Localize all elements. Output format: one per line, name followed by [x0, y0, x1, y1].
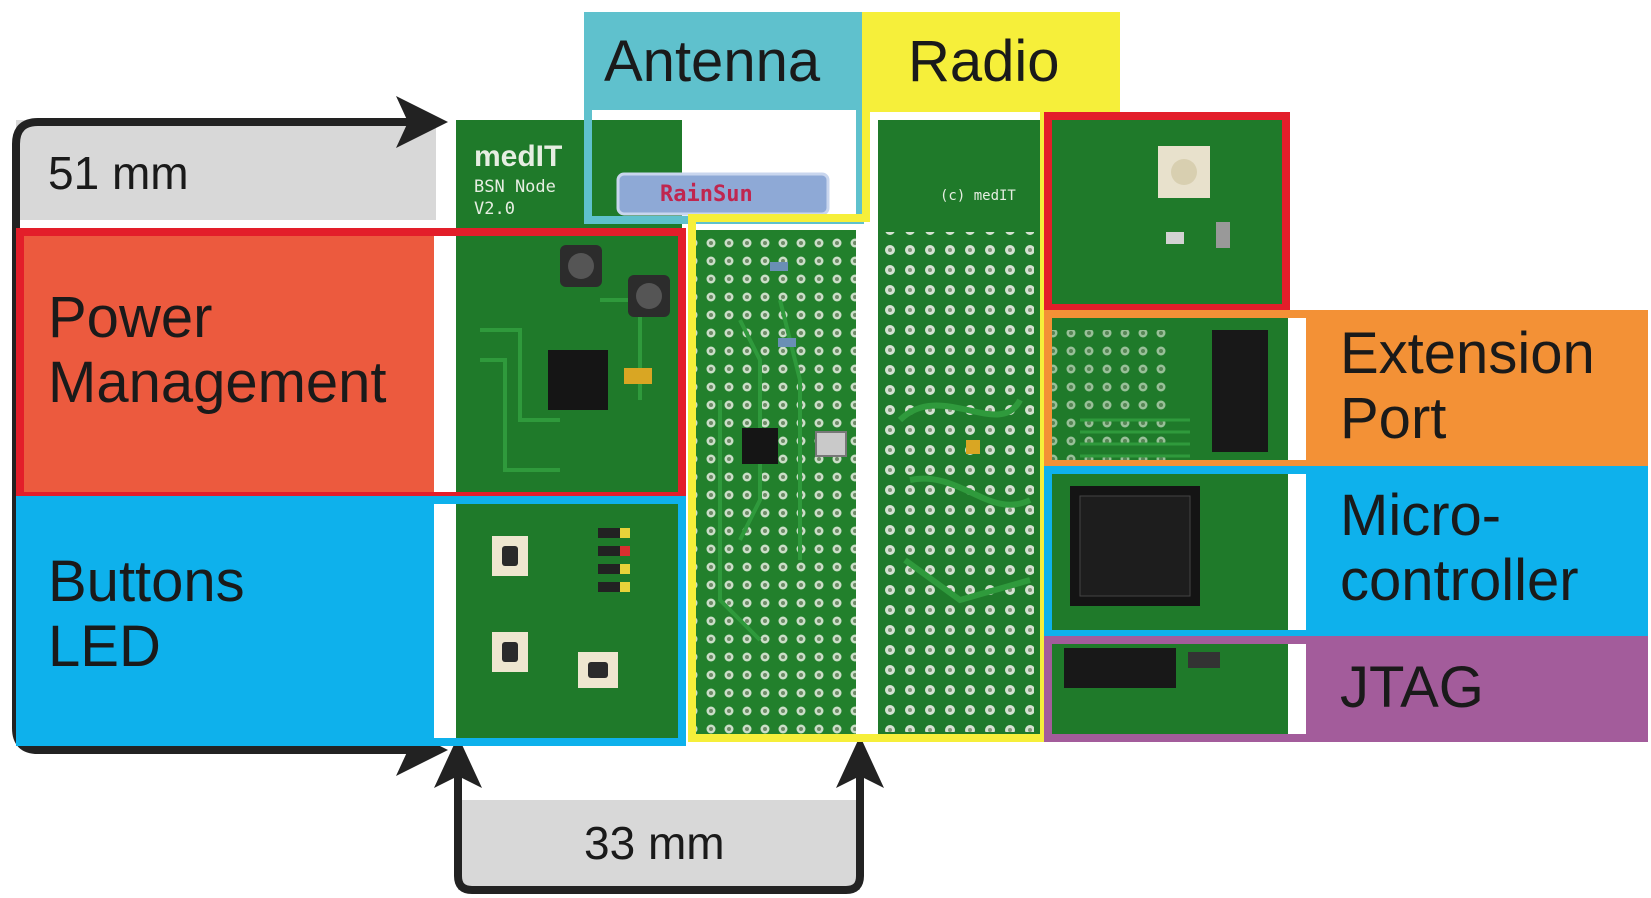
radio-frame — [862, 12, 1120, 112]
microcontroller-line-2: controller — [1340, 547, 1579, 613]
pcb-main-board — [456, 120, 856, 738]
silkscreen-copyright: (c) medIT — [940, 188, 1016, 204]
buttons-led-label: Buttons LED — [48, 549, 245, 680]
silkscreen-model: BSN Node — [474, 177, 556, 197]
antenna-label-box — [592, 20, 856, 110]
extension-port-label: Extension Port — [1340, 321, 1595, 452]
power-management-label: Power Management — [48, 285, 387, 416]
microcontroller-label: Micro- controller — [1340, 483, 1579, 614]
extension-port-label-box — [1306, 318, 1640, 460]
power-management-line-1: Power — [48, 285, 213, 350]
extension-port-frame — [1044, 310, 1648, 468]
pcb-radio-board — [878, 120, 1040, 738]
jtag-frame — [1044, 636, 1648, 742]
buttons-led-frame — [16, 496, 686, 746]
arrowhead-up-left-icon — [434, 736, 482, 788]
buttons-led-line-1: Buttons — [48, 549, 245, 614]
buttons-led-line-2: LED — [48, 613, 161, 679]
width-dimension-arrow — [454, 752, 864, 894]
height-dimension-label: 51 mm — [48, 147, 189, 199]
arrowhead-up-right-icon — [836, 736, 884, 788]
connector-frame — [1044, 112, 1290, 312]
extension-port-line-2: Port — [1340, 385, 1447, 451]
width-dimension-label: 33 mm — [584, 817, 725, 869]
power-management-line-2: Management — [48, 349, 387, 415]
jtag-label-box — [1306, 644, 1640, 734]
radio-label: Radio — [908, 29, 1060, 94]
pcb-controller-board — [1048, 120, 1288, 738]
microcontroller-line-1: Micro- — [1340, 483, 1502, 548]
jtag-label: JTAG — [1340, 655, 1484, 720]
arrowhead-top-icon — [396, 96, 448, 148]
extension-port-line-1: Extension — [1340, 321, 1595, 386]
power-management-label-box — [24, 236, 434, 492]
height-dimension-box — [16, 120, 436, 220]
width-dimension-box — [458, 800, 860, 890]
buttons-led-label-box — [24, 504, 434, 738]
radio-outline — [688, 104, 1116, 742]
microcontroller-label-box — [1306, 474, 1640, 630]
antenna-part-label: RainSun — [660, 182, 753, 207]
microcontroller-frame — [1044, 466, 1648, 638]
silkscreen-brand: medIT — [474, 140, 562, 173]
antenna-label: Antenna — [604, 29, 821, 94]
silkscreen-version: V2.0 — [474, 199, 515, 219]
